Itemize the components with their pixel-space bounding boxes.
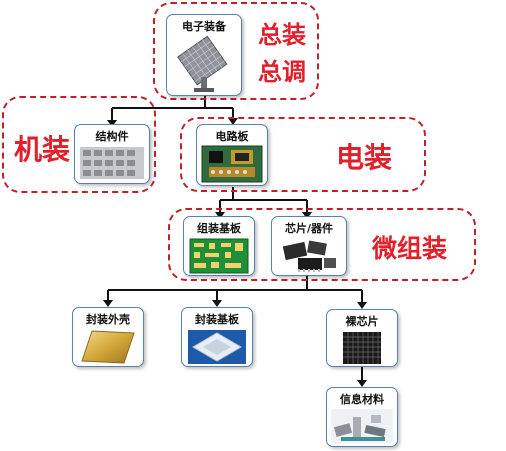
node-structural-parts-title: 结构件 — [95, 130, 129, 143]
node-bare-chip-title: 裸芯片 — [345, 315, 379, 328]
node-package-substrate-title: 封装基板 — [195, 313, 239, 326]
chip-devices-image — [282, 240, 336, 272]
information-materials-image — [331, 409, 393, 443]
node-electronic-equipment-title: 电子装备 — [182, 20, 226, 33]
node-electronic-equipment: 电子装备 — [166, 14, 242, 96]
group-micro-assembly — [168, 208, 476, 281]
antenna-array-image — [177, 35, 228, 92]
group-micro-assembly-label: 微组装 — [372, 234, 448, 263]
package-shell-image — [81, 330, 135, 364]
package-substrate-image — [188, 330, 246, 364]
group-final-assembly-label-line1: 总装 — [258, 21, 306, 49]
node-chip-device-title: 芯片/器件 — [284, 222, 334, 235]
node-circuit-board: 电路板 — [196, 124, 268, 186]
node-package-substrate: 封装基板 — [181, 307, 253, 367]
structural-parts-image — [80, 147, 144, 179]
group-final-assembly — [153, 2, 319, 100]
node-chip-device: 芯片/器件 — [271, 216, 347, 276]
group-mechanical-assembly-label: 机装 — [14, 133, 71, 166]
group-electrical-assembly-label: 电装 — [336, 141, 393, 174]
group-electrical-assembly — [180, 117, 426, 192]
node-package-shell-title: 封装外壳 — [86, 313, 130, 326]
node-structural-parts: 结构件 — [74, 124, 150, 184]
node-circuit-board-title: 电路板 — [215, 130, 249, 143]
node-information-materials: 信息材料 — [326, 387, 398, 447]
group-final-assembly-label-line2: 总调 — [258, 58, 306, 86]
bare-chip-wafer-image — [343, 332, 381, 364]
circuit-board-image — [201, 145, 263, 183]
group-mechanical-assembly — [2, 96, 156, 193]
assembly-substrate-image — [189, 238, 249, 274]
node-assembly-substrate: 组装基板 — [183, 216, 255, 276]
node-bare-chip: 裸芯片 — [326, 309, 398, 367]
node-package-shell: 封装外壳 — [72, 307, 144, 367]
node-information-materials-title: 信息材料 — [340, 393, 384, 406]
node-assembly-substrate-title: 组装基板 — [197, 222, 241, 235]
